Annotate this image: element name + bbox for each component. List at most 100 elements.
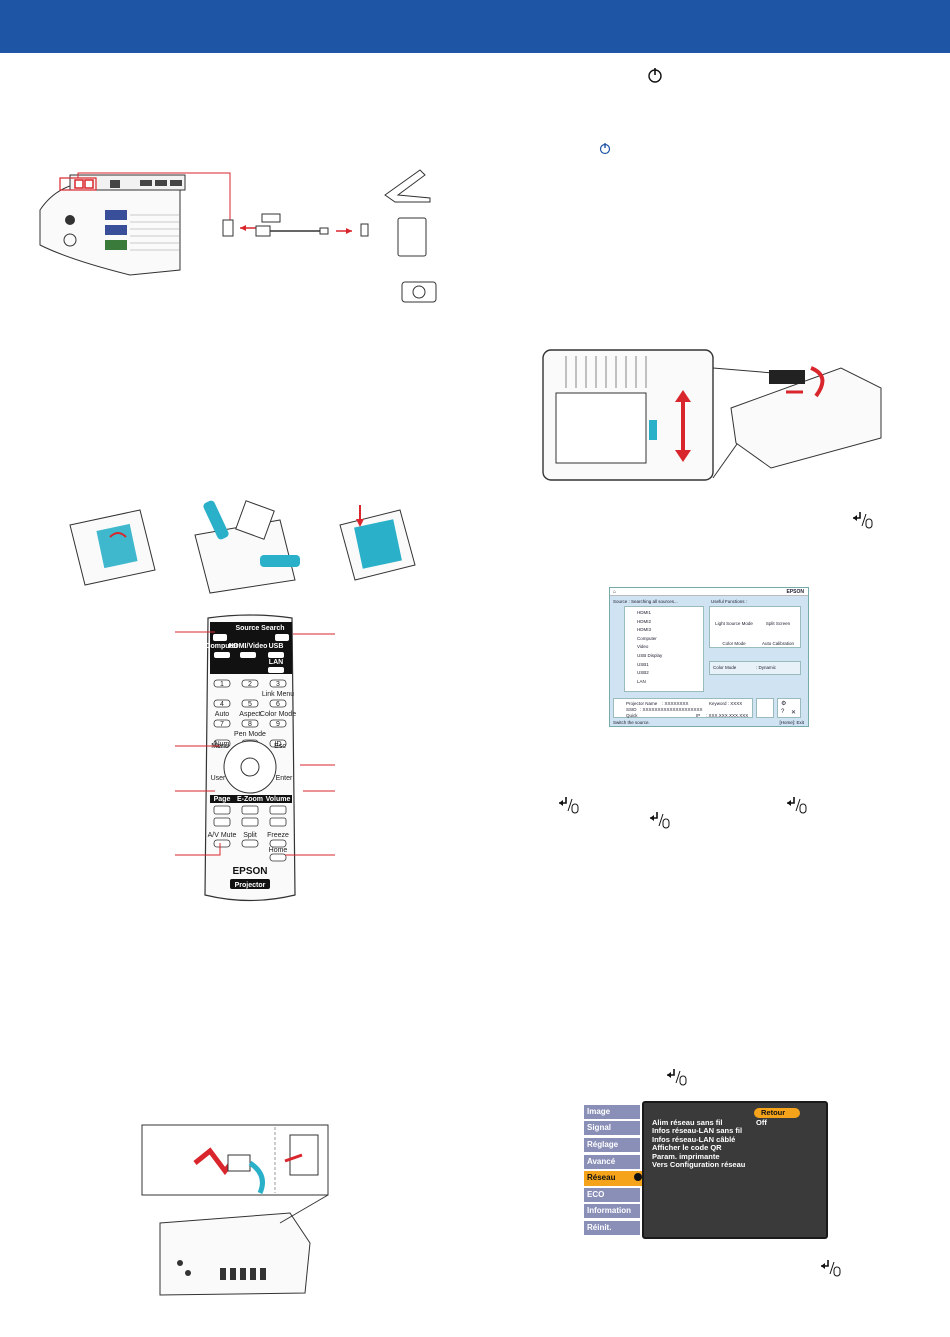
menu-item-reglage[interactable]: Réglage (584, 1138, 640, 1152)
key-enter: Enter (276, 775, 293, 782)
settings-button[interactable]: ⚙ ? ✕ (777, 698, 801, 718)
keyword-label: Keyword : XXXX (709, 701, 743, 706)
home-brand: EPSON (786, 589, 804, 595)
footer-left: Switch the source. (613, 720, 650, 725)
ssid-value: : XXXXXXXXXXXXXXXXXXXX (640, 707, 703, 712)
key-1: 1 (220, 681, 224, 688)
enter-mouse-icon (853, 512, 873, 529)
source-item[interactable]: Video (637, 644, 649, 650)
close-icon: ✕ (791, 710, 797, 716)
menu-rows: Alim réseau sans fil Off Infos réseau-LAN… (652, 1118, 802, 1170)
enter-mouse-icon (650, 812, 670, 829)
menu-row[interactable]: Infos réseau-LAN sans fil (652, 1126, 743, 1136)
key-home: Home (269, 847, 288, 854)
source-item[interactable]: HDMI2 (637, 618, 652, 624)
remote-brand: EPSON (232, 866, 267, 877)
usb-connection-figure (39, 169, 437, 303)
function-split-screen[interactable]: Split Screen (765, 621, 791, 626)
key-8: 8 (248, 721, 252, 728)
enter-mouse-icon (787, 797, 807, 814)
power-light-icon (599, 143, 611, 155)
color-mode-box: Color Mode : Dynamic (709, 661, 801, 675)
key-pen-mode: Pen Mode (234, 731, 266, 738)
menu-item-eco[interactable]: ECO (584, 1188, 640, 1202)
key-link-menu: Link Menu (262, 691, 294, 698)
key-menu: Menu (211, 743, 229, 750)
key-user: User (211, 775, 226, 782)
help-icon: ? (781, 709, 785, 715)
menu-row-value: Off (756, 1118, 767, 1127)
source-item[interactable]: LAN (637, 678, 646, 684)
menu-item-avance[interactable]: Avancé (584, 1155, 640, 1169)
back-label: Retour (761, 1108, 786, 1117)
color-mode-label: Color Mode (713, 665, 737, 670)
computer-label: Computer (205, 643, 238, 650)
source-list: HDMI1 HDMI2 HDMI3 Computer Video USB Dis… (624, 606, 704, 692)
function-auto-calibration[interactable]: Auto Calibration (761, 641, 795, 646)
enter-mouse-icon (821, 1260, 841, 1277)
key-page: Page (214, 796, 231, 803)
menu-row[interactable]: Afficher le code QR (652, 1143, 722, 1153)
network-info: Projector Name : XXXXXXXX Keyword : XXXX… (613, 698, 753, 718)
network-menu: Image Signal Réglage Avancé Réseau ECO I… (584, 1101, 828, 1239)
menu-item-signal[interactable]: Signal (584, 1121, 640, 1135)
source-item[interactable]: USB1 (637, 661, 649, 667)
source-item[interactable]: Computer (637, 635, 657, 641)
useful-header: Useful Functions : (711, 599, 748, 604)
key-aspect: Aspect (239, 711, 260, 718)
power-cord-figure (141, 1124, 329, 1296)
key-color-mode: Color Mode (260, 711, 296, 718)
key-num: Num (215, 741, 230, 748)
key-4: 4 (220, 701, 224, 708)
key-6: 6 (276, 701, 280, 708)
remote-control-figure: Source Search Computer HDMI/Video USB LA… (204, 614, 296, 902)
menu-item-information[interactable]: Information (584, 1204, 640, 1218)
key-5: 5 (248, 701, 252, 708)
key-id: ID (275, 741, 282, 748)
menu-row[interactable]: Vers Configuration réseau (652, 1160, 746, 1170)
key-7: 7 (220, 721, 224, 728)
key-av-mute: A/V Mute (208, 832, 237, 839)
enter-mouse-icon (667, 1069, 687, 1086)
function-color-mode[interactable]: Color Mode (722, 641, 746, 646)
projector-name-value: : XXXXXXXX (662, 701, 689, 706)
source-item[interactable]: HDMI3 (637, 627, 652, 633)
lan-label: LAN (269, 659, 283, 666)
key-volume: Volume (266, 796, 291, 803)
key-2: 2 (248, 681, 252, 688)
remote-callouts (175, 631, 335, 856)
source-header: Source : Searching all sources... (613, 599, 678, 604)
home-screen: ⌂ EPSON Source : Searching all sources..… (609, 587, 809, 727)
ssid-label: SSID (626, 707, 637, 712)
source-item[interactable]: HDMI1 (637, 610, 652, 615)
key-3: 3 (276, 681, 280, 688)
source-item[interactable]: USB2 (637, 670, 649, 676)
quick-label: Quick (626, 713, 638, 718)
menu-item-reinit[interactable]: Réinit. (584, 1221, 640, 1235)
gear-icon: ⚙ (781, 701, 787, 707)
ip-label: IP (696, 713, 701, 718)
key-auto: Auto (215, 711, 230, 718)
battery-install-figure (69, 500, 416, 594)
back-button[interactable]: Retour (754, 1108, 800, 1118)
menu-item-reseau[interactable]: Réseau (584, 1171, 646, 1186)
usb-label: USB (269, 643, 284, 650)
qr-button[interactable] (756, 698, 774, 718)
menu-row[interactable]: Alim réseau sans fil Off (652, 1118, 802, 1127)
menu-row[interactable]: Param. imprimante (652, 1151, 720, 1161)
menu-row[interactable]: Infos réseau-LAN câblé (652, 1134, 736, 1144)
projector-name-label: Projector Name (626, 701, 658, 706)
function-light-source[interactable]: Light Source Mode (715, 621, 753, 626)
remote-model: Projector (235, 882, 266, 889)
ip-value: : XXX.XXX.XXX.XXX (706, 713, 749, 718)
key-split: Split (243, 832, 257, 839)
key-freeze: Freeze (267, 832, 289, 839)
header-band (0, 0, 950, 53)
menu-item-image[interactable]: Image (584, 1105, 640, 1119)
source-item[interactable]: USB Display (637, 652, 663, 658)
air-filter-figure (542, 349, 882, 481)
home-icon: ⌂ (613, 589, 617, 595)
hdmi-video-label: HDMI/Video (229, 643, 268, 650)
enter-mouse-icon (559, 797, 579, 814)
menu-row-label: Alim réseau sans fil (652, 1118, 723, 1127)
